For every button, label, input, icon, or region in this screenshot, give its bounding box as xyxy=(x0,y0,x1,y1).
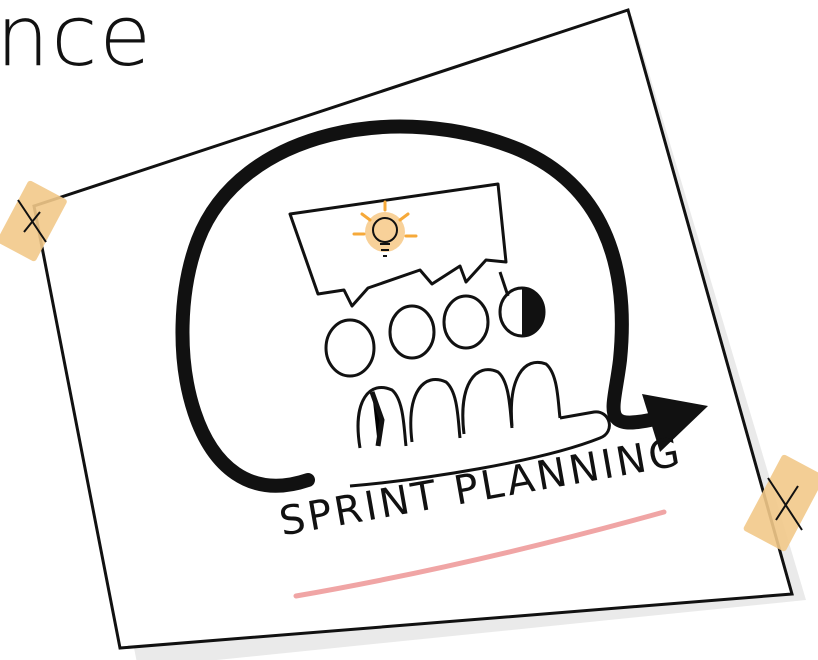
sprint-planning-illustration xyxy=(0,0,818,660)
